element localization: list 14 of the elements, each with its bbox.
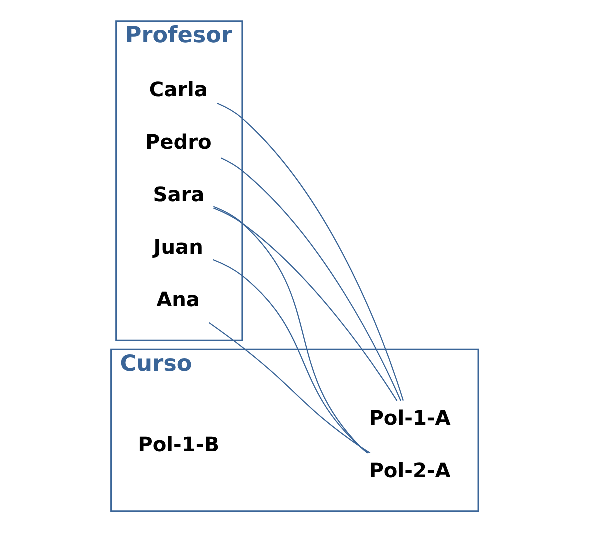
- node-text: Carla: [149, 78, 208, 102]
- node-text: Sara: [153, 182, 205, 207]
- node-text: Juan: [154, 235, 204, 260]
- connector: [213, 206, 368, 454]
- node-text: Ana: [156, 288, 200, 312]
- node-text: Pol-2-A: [369, 458, 451, 482]
- connector: [212, 259, 370, 454]
- connector: [209, 322, 371, 454]
- connector: [221, 158, 402, 402]
- node-text: Pedro: [145, 130, 212, 154]
- connector: [214, 208, 398, 402]
- connector: [217, 103, 404, 401]
- node-text: Pol-1-B: [138, 432, 220, 457]
- node-text: Pol-1-A: [369, 406, 451, 430]
